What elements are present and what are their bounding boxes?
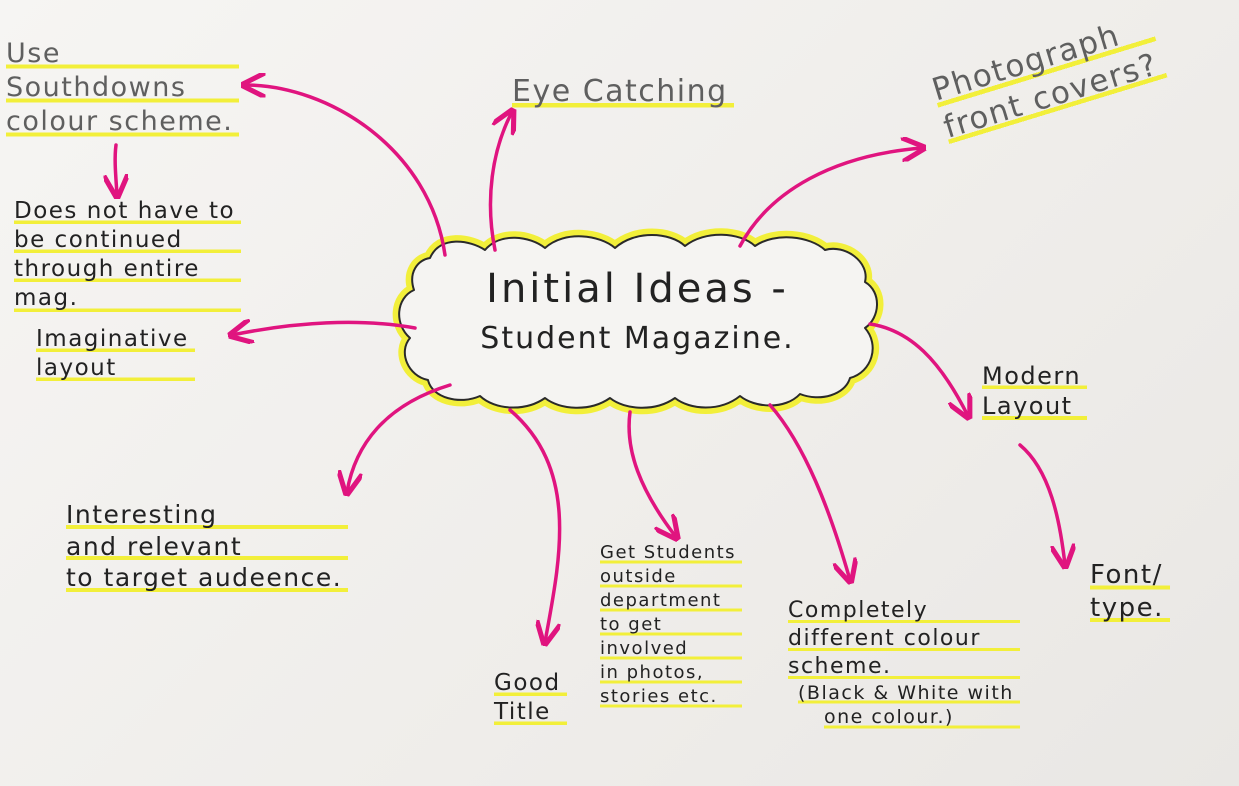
idea-interesting-relevant: Interesting and relevant to target audee… bbox=[66, 500, 349, 595]
arrow-to-get-students bbox=[627, 410, 676, 537]
idea-not-continued: Does not have to be continued through en… bbox=[14, 198, 242, 315]
center-subtitle: Student Magazine. bbox=[480, 321, 795, 357]
arrow-to-eye-catching bbox=[488, 112, 512, 252]
arrow-to-photograph bbox=[738, 148, 922, 248]
center-title: Initial Ideas - bbox=[486, 266, 789, 312]
idea-get-students-involved: Get Students outside department to get i… bbox=[600, 542, 743, 710]
idea-imaginative-layout: Imaginative layout bbox=[36, 326, 195, 385]
idea-southdowns-colour-scheme: Use Southdowns colour scheme. bbox=[6, 38, 240, 140]
arrow-to-southdowns bbox=[245, 85, 447, 257]
center-topic: Initial Ideas - Student Magazine. bbox=[418, 266, 863, 359]
arrow-to-completely bbox=[768, 403, 850, 580]
idea-eye-catching: Eye Catching bbox=[512, 74, 734, 112]
arrow-to-good-title bbox=[508, 408, 562, 642]
idea-good-title: Good Title bbox=[494, 670, 567, 729]
idea-completely-different-colour-scheme: Completely different colour scheme. (Bla… bbox=[788, 598, 1020, 731]
arrow-to-modern bbox=[868, 322, 968, 416]
arrow-southdowns-to-not-continued bbox=[115, 143, 117, 195]
arrow-to-interesting bbox=[347, 383, 452, 492]
arrow-to-imaginative bbox=[232, 322, 417, 335]
idea-font-type: Font/ type. bbox=[1090, 560, 1170, 626]
idea-modern-layout: Modern Layout bbox=[982, 362, 1088, 423]
arrow-modern-to-font bbox=[1018, 443, 1065, 565]
